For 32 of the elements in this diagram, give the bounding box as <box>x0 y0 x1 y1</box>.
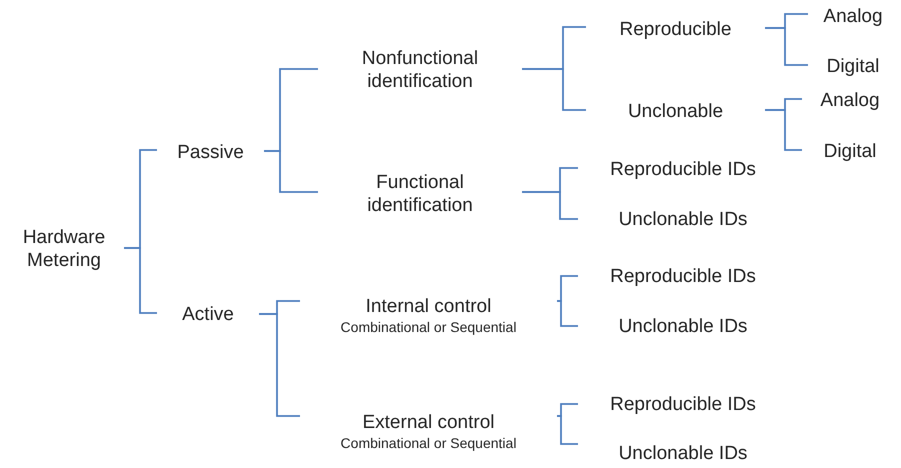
category-subtitle: Combinational or Sequential <box>340 434 516 452</box>
category-label: Active <box>182 302 234 326</box>
bracket-connector <box>765 109 802 151</box>
bracket-connector <box>557 415 578 445</box>
bracket-connector <box>124 247 157 314</box>
bracket-connector <box>557 300 578 327</box>
category-label: Analog <box>820 88 880 112</box>
category-label: Reproducible IDs <box>610 392 756 416</box>
category-label: Analog <box>823 4 883 28</box>
bracket-connector <box>259 313 300 417</box>
category-label: Unclonable IDs <box>618 314 748 338</box>
bracket-connector <box>557 403 578 417</box>
category-label: Unclonable <box>628 100 724 122</box>
bracket-connector <box>765 27 808 66</box>
category-label: Reproducible <box>620 18 732 40</box>
bracket-connector <box>557 275 578 302</box>
category-label: Nonfunctional identification <box>360 47 480 93</box>
category-label: Reproducible IDs <box>610 264 756 288</box>
category-label: Digital <box>826 54 880 78</box>
category-label: Unclonable IDs <box>618 442 748 464</box>
category-label: Internal control <box>366 294 492 318</box>
category-label: Hardware Metering <box>22 226 106 272</box>
category-subtitle: Combinational or Sequential <box>340 318 516 336</box>
category-label: Digital <box>824 140 876 162</box>
bracket-connector <box>522 191 578 220</box>
category-label: Unclonable IDs <box>618 208 748 230</box>
category-label: Passive <box>177 140 244 164</box>
bracket-connector <box>522 68 586 111</box>
category-label: External control <box>362 410 494 434</box>
category-label: Reproducible IDs <box>610 158 756 180</box>
bracket-connector <box>264 150 318 193</box>
category-label: Functional identification <box>366 171 474 217</box>
